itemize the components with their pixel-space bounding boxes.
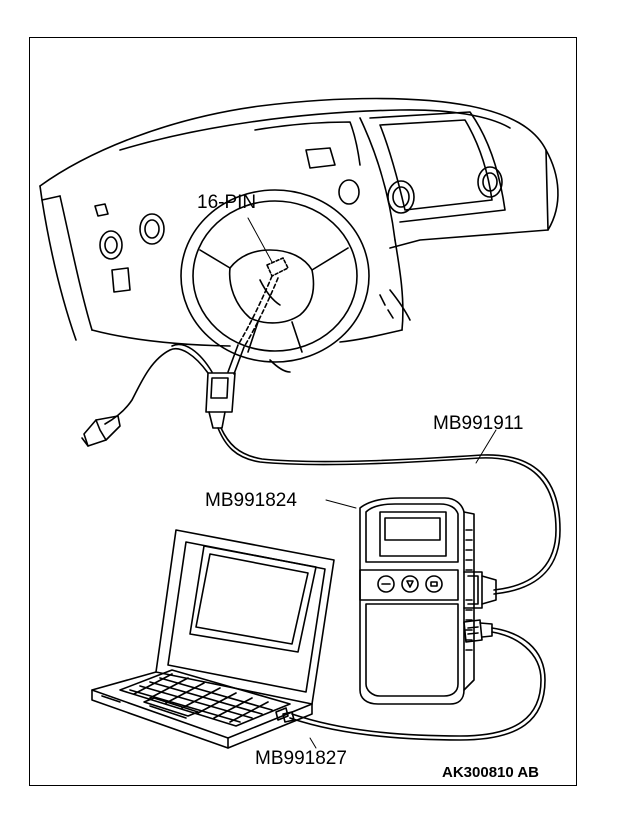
connector-label: 16-PIN xyxy=(197,192,257,213)
figure-frame xyxy=(29,37,577,786)
steering-wheel-drawing xyxy=(180,189,370,373)
usb-cable-drawing xyxy=(282,627,546,749)
dlc-connector-drawing xyxy=(247,217,289,277)
cable-label-mb991911: MB991911 xyxy=(433,413,524,434)
dashboard-drawing xyxy=(39,97,559,347)
vci-unit-drawing xyxy=(325,497,497,705)
figure-code: AK300810 AB xyxy=(442,764,539,781)
laptop-drawing xyxy=(91,529,335,749)
interface-label-mb991824: MB991824 xyxy=(205,490,297,511)
cable-label-mb991827: MB991827 xyxy=(255,748,347,769)
main-cable-drawing xyxy=(81,275,561,595)
